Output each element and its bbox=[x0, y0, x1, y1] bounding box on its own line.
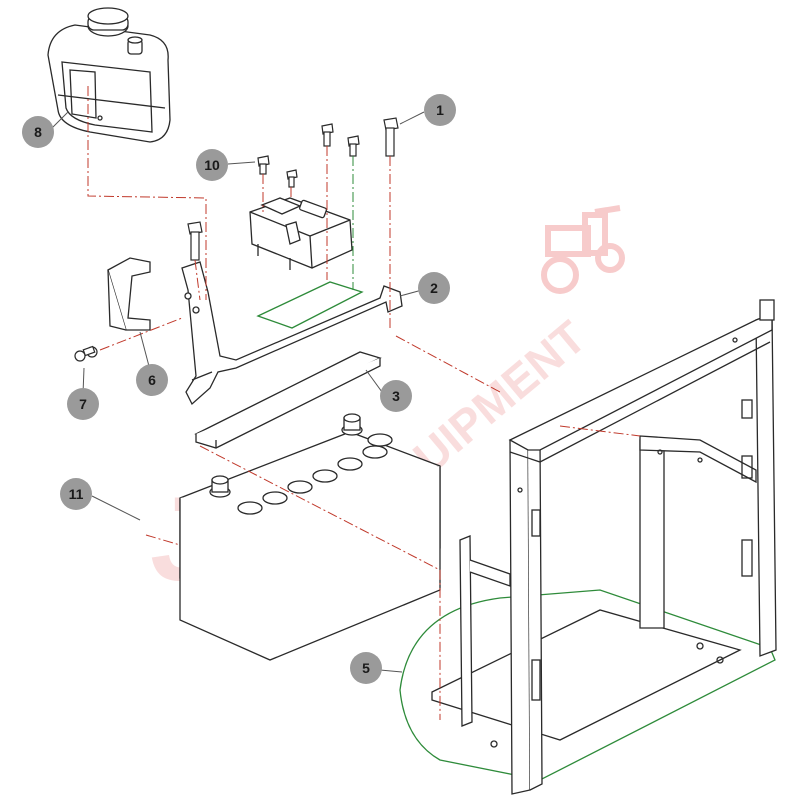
callout-10: 10 bbox=[196, 149, 228, 181]
callout-label-7: 7 bbox=[79, 396, 87, 412]
callout-label-8: 8 bbox=[34, 124, 42, 140]
callout-label-11: 11 bbox=[69, 486, 84, 502]
callout-11: 11 bbox=[60, 478, 92, 510]
part-mounting-bracket bbox=[181, 261, 403, 406]
bolt-3 bbox=[347, 135, 360, 157]
bolt-1 bbox=[383, 117, 399, 157]
callout-leaders bbox=[51, 111, 425, 673]
callout-label-3: 3 bbox=[392, 388, 400, 404]
callout-3: 3 bbox=[380, 380, 412, 412]
bolt-2 bbox=[321, 123, 334, 147]
callout-6: 6 bbox=[136, 364, 168, 396]
callout-label-2: 2 bbox=[430, 280, 438, 296]
callout-1: 1 bbox=[424, 94, 456, 126]
part-battery-frame bbox=[399, 299, 777, 795]
part-reservoir-tank bbox=[47, 7, 171, 143]
bolt-6 bbox=[187, 221, 203, 261]
callout-7: 7 bbox=[67, 388, 99, 420]
watermark-tractor-icon bbox=[541, 205, 625, 294]
part-bolts bbox=[187, 117, 399, 261]
bolt-5 bbox=[286, 169, 298, 188]
part-battery bbox=[179, 413, 441, 661]
battery-cell-caps bbox=[237, 433, 393, 515]
callout-label-1: 1 bbox=[436, 102, 444, 118]
part-small-bolts bbox=[74, 345, 98, 362]
callout-label-5: 5 bbox=[362, 660, 370, 676]
callout-8: 8 bbox=[22, 116, 54, 148]
part-controller-module bbox=[249, 197, 353, 270]
callout-label-10: 10 bbox=[204, 157, 220, 173]
callout-label-6: 6 bbox=[148, 372, 156, 388]
part-hold-down-strap bbox=[194, 351, 382, 449]
callout-5: 5 bbox=[350, 652, 382, 684]
bolt-4 bbox=[257, 155, 270, 175]
callout-2: 2 bbox=[418, 272, 450, 304]
part-clamp-bracket bbox=[107, 257, 151, 331]
